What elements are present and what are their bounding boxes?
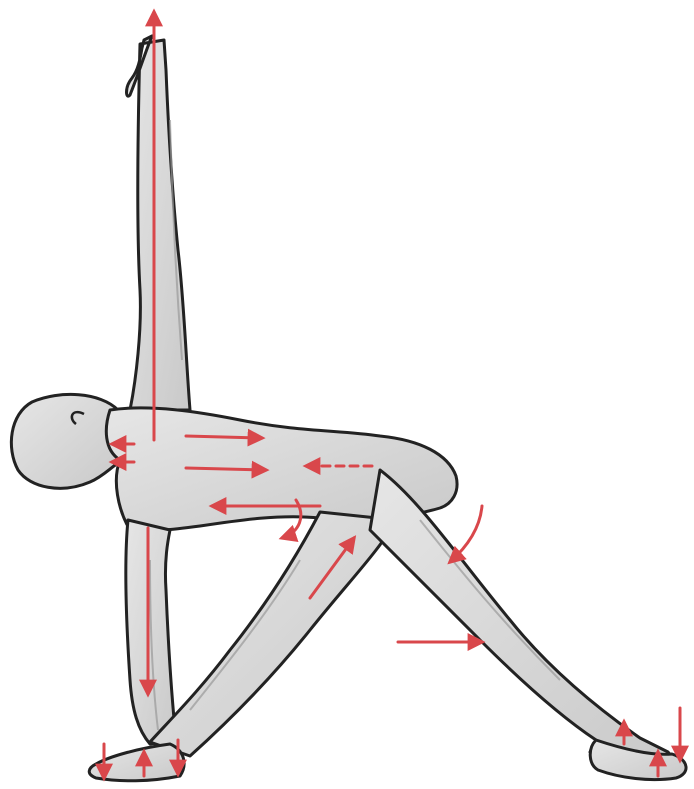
raised-arm <box>127 36 191 410</box>
back-leg <box>370 470 672 772</box>
front-leg <box>150 512 396 756</box>
head <box>11 394 120 488</box>
chest-arrow-lower <box>186 468 266 470</box>
chest-arrow-upper <box>186 436 262 438</box>
body-silhouette <box>11 36 686 781</box>
direction-arrows <box>104 12 680 778</box>
